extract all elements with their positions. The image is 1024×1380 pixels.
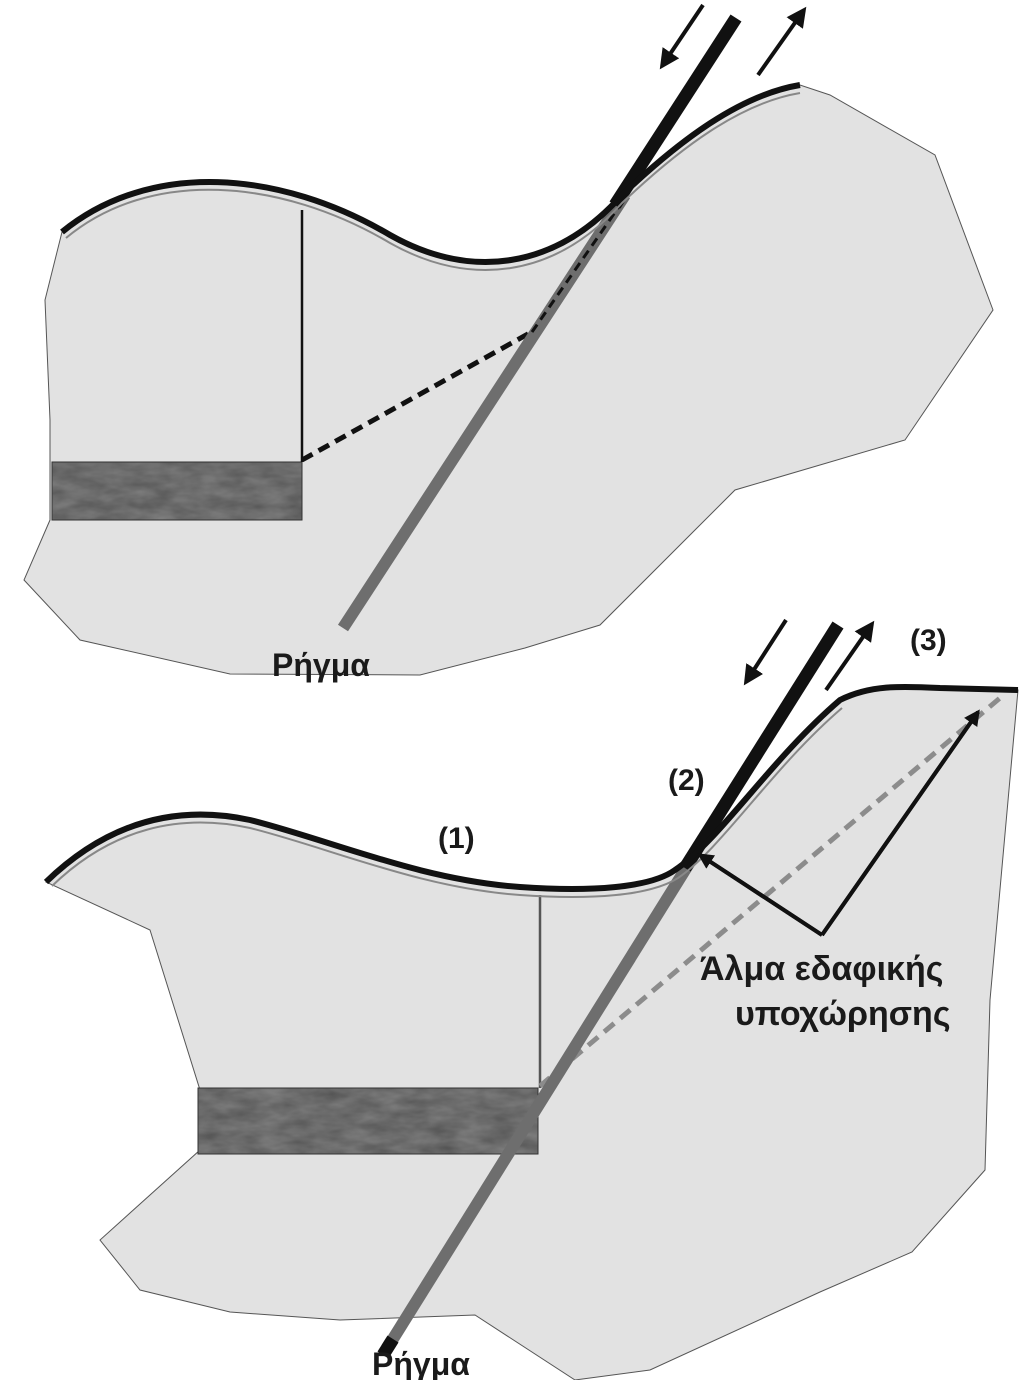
fault-label-bottom: Ρήγμα	[372, 1346, 470, 1380]
zone-label-1: (1)	[438, 822, 475, 855]
zone-label-3: (3)	[910, 624, 947, 657]
fault-end-cap	[377, 1335, 399, 1359]
fault-black-bottom	[679, 621, 844, 872]
ground-surface-top	[60, 82, 801, 265]
down-arrow-icon	[659, 3, 705, 70]
dashed-line-top	[300, 327, 537, 463]
bottom-diagram: (1) (2) (3) Άλμα εδαφικής υποχώρησης Ρήγ…	[43, 618, 1019, 1380]
fault-black-top	[609, 14, 742, 209]
pointer-arrow-right-icon	[820, 709, 980, 937]
top-diagram: Ρήγμα	[23, 3, 994, 683]
scarp-label-line2: υποχώρησης	[735, 995, 951, 1033]
up-arrow-icon-bottom	[824, 620, 875, 692]
down-arrow-icon-bottom	[743, 618, 788, 686]
fault-label-top: Ρήγμα	[272, 647, 370, 683]
scarp-label-line1: Άλμα εδαφικής	[700, 950, 943, 988]
zone-label-2: (2)	[668, 764, 705, 797]
fault-dashed-top	[530, 197, 627, 333]
dashed-line-bottom	[538, 696, 1002, 1088]
ground-block-bottom	[45, 686, 1019, 1380]
fault-line-bottom	[377, 858, 696, 1359]
up-arrow-icon	[756, 6, 807, 77]
ground-surface-bottom	[43, 683, 1019, 892]
pointer-arrow-left-icon	[697, 853, 824, 937]
